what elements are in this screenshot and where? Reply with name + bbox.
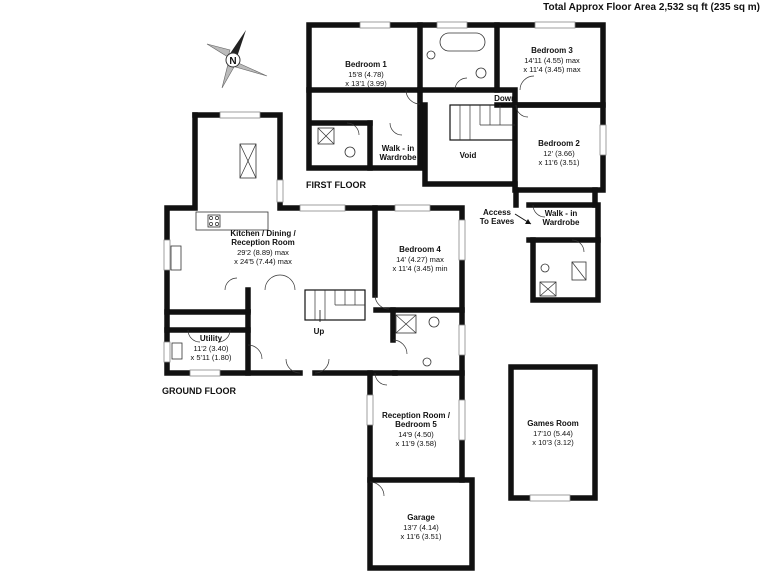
bedroom1-dims-2: x 13'1 (3.99) [345, 79, 387, 88]
kitchen-dims-1: 29'2 (8.89) max [237, 248, 289, 257]
utility-dims-2: x 5'11 (1.80) [191, 353, 232, 362]
bedroom4-name: Bedroom 4 [399, 245, 441, 254]
first-floor-doors [346, 75, 585, 253]
ground-floor-stairs [304, 289, 366, 322]
kitchen-name-2: Reception Room [231, 238, 295, 247]
reception5-name-1: Reception Room / [382, 411, 451, 420]
room-void: Void [460, 151, 477, 160]
compass-icon: N [206, 30, 268, 89]
kitchen-dims-2: x 24'5 (7.44) max [234, 257, 292, 266]
garage-dims-2: x 11'6 (3.51) [401, 532, 442, 541]
ground-floor-fixtures [170, 143, 440, 367]
eaves-name-1: Access [483, 208, 512, 217]
games-name: Games Room [527, 419, 579, 428]
room-kitchen-dining-reception: Kitchen / Dining / Reception Room 29'2 (… [230, 229, 296, 266]
eaves-arrow-icon [514, 213, 532, 225]
bedroom2-name: Bedroom 2 [538, 139, 580, 148]
bedroom4-dims-2: x 11'4 (3.45) min [392, 264, 447, 273]
bedroom3-dims-2: x 11'4 (3.45) max [523, 65, 580, 74]
room-utility: Utility 11'2 (3.40) x 5'11 (1.80) [191, 334, 232, 362]
bedroom1-dims-1: 15'8 (4.78) [348, 70, 384, 79]
room-bedroom4: Bedroom 4 14' (4.27) max x 11'4 (3.45) m… [392, 245, 447, 273]
eaves-name-2: To Eaves [480, 217, 515, 226]
bedroom4-dims-1: 14' (4.27) max [396, 255, 444, 264]
room-access-to-eaves: Access To Eaves [480, 208, 515, 226]
ground-floor-doors [187, 274, 408, 497]
garage-dims-1: 13'7 (4.14) [403, 523, 439, 532]
reception5-dims-1: 14'9 (4.50) [398, 430, 434, 439]
bedroom3-dims-1: 14'11 (4.55) max [524, 56, 580, 65]
ground-floor-label: GROUND FLOOR [162, 386, 236, 396]
games-dims-2: x 10'3 (3.12) [532, 438, 574, 447]
room-garage: Garage 13'7 (4.14) x 11'6 (3.51) [401, 513, 442, 541]
room-walkin-wardrobe-1: Walk - in Wardrobe [379, 144, 417, 162]
bedroom3-name: Bedroom 3 [531, 46, 573, 55]
walkin1-name-2: Wardrobe [379, 153, 417, 162]
walkin1-name-1: Walk - in [382, 144, 415, 153]
room-bedroom1: Bedroom 1 15'8 (4.78) x 13'1 (3.99) [345, 60, 387, 88]
bedroom1-name: Bedroom 1 [345, 60, 387, 69]
first-floor-stairs [449, 104, 516, 141]
kitchen-name-1: Kitchen / Dining / [230, 229, 296, 238]
first-floor-windows [359, 21, 607, 156]
first-floor-fixtures [317, 32, 587, 297]
total-area-label: Total Approx Floor Area 2,532 sq ft (235… [543, 2, 760, 13]
room-games-room: Games Room 17'10 (5.44) x 10'3 (3.12) [527, 419, 579, 447]
room-bedroom3: Bedroom 3 14'11 (4.55) max x 11'4 (3.45)… [523, 46, 580, 74]
stairs-down-label: Down [494, 94, 516, 103]
ground-floor-windows [163, 111, 571, 502]
garage-name: Garage [407, 513, 435, 522]
compass-north-label: N [229, 56, 236, 67]
stairs-up-label: Up [314, 327, 325, 336]
bedroom2-dims-2: x 11'6 (3.51) [539, 158, 580, 167]
room-reception-bedroom5: Reception Room / Bedroom 5 14'9 (4.50) x… [382, 411, 451, 448]
room-walkin-wardrobe-2: Walk - in Wardrobe [542, 209, 580, 227]
walkin2-name-2: Wardrobe [542, 218, 580, 227]
reception5-name-2: Bedroom 5 [395, 420, 437, 429]
utility-dims-1: 11'2 (3.40) [193, 344, 229, 353]
void-name: Void [460, 151, 477, 160]
reception5-dims-2: x 11'9 (3.58) [396, 439, 437, 448]
room-bedroom2: Bedroom 2 12' (3.66) x 11'6 (3.51) [538, 139, 580, 167]
utility-name: Utility [200, 334, 223, 343]
games-dims-1: 17'10 (5.44) [533, 429, 573, 438]
walkin2-name-1: Walk - in [545, 209, 578, 218]
bedroom2-dims-1: 12' (3.66) [543, 149, 575, 158]
first-floor-label: FIRST FLOOR [306, 180, 366, 190]
